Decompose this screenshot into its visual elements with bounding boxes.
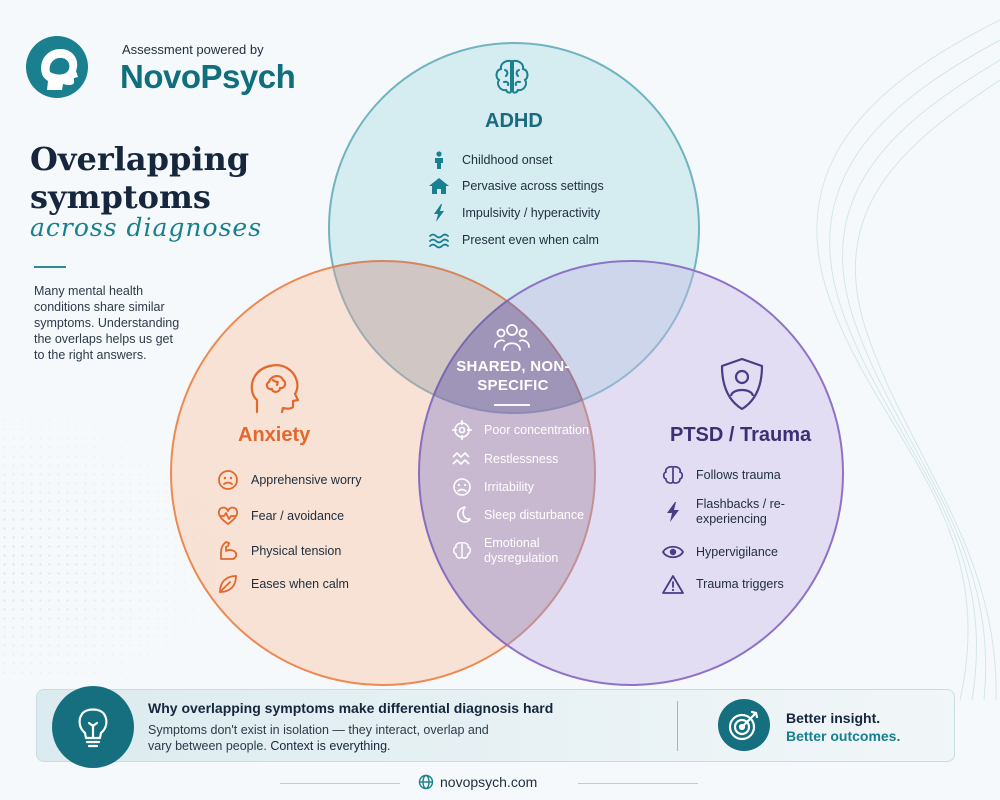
adhd-item: Impulsivity / hyperactivity (428, 204, 600, 222)
brand-name: NovoPsych (120, 58, 296, 95)
adhd-item-label: Impulsivity / hyperactivity (462, 205, 601, 220)
frown-face-icon (453, 478, 471, 496)
shared-item-label: Irritability (484, 479, 535, 494)
ptsd-circle (418, 260, 844, 686)
ptsd-item: Flashbacks / re-experiencing (662, 497, 802, 527)
shared-item: Poor concentration (452, 420, 589, 440)
adhd-item-label: Present even when calm (462, 232, 599, 247)
brain-icon (453, 542, 471, 559)
info-card-body: Symptoms don't exist in isolation — they… (148, 723, 489, 753)
lightbulb-badge (52, 686, 134, 768)
ptsd-item-label: Follows trauma (696, 467, 781, 482)
ptsd-item: Hypervigilance (662, 542, 778, 562)
warning-icon (662, 575, 684, 594)
adhd-item: Pervasive across settings (428, 177, 604, 195)
anxiety-title: Anxiety (238, 424, 311, 446)
home-icon (429, 178, 449, 194)
shared-title-divider (494, 404, 530, 406)
page-title: Overlapping symptoms (30, 140, 250, 216)
info-card-emphasis: Context is everything. (270, 739, 391, 753)
shared-item-label: Restlessness (484, 451, 559, 466)
shield-person-icon (720, 357, 764, 411)
insight-line-2: Better outcomes. (786, 728, 901, 744)
adhd-title: ADHD (485, 110, 543, 132)
anxiety-item: Apprehensive worry (217, 469, 361, 491)
ptsd-title: PTSD / Trauma (670, 424, 812, 446)
anxiety-item-label: Physical tension (251, 543, 342, 558)
website-url[interactable]: novopsych.com (440, 774, 538, 790)
insight-line-1: Better insight. (786, 710, 881, 726)
flexed-arm-icon (220, 541, 238, 560)
ptsd-item: Follows trauma (662, 465, 781, 485)
anxious-head-icon (250, 364, 300, 414)
heart-pulse-icon (217, 506, 239, 525)
background-wave-lines (816, 19, 1000, 700)
waves-icon (429, 233, 449, 249)
shared-item: Irritability (452, 477, 534, 497)
bullseye-target-icon (728, 710, 759, 741)
info-card-title: Why overlapping symptoms make differenti… (148, 700, 554, 716)
brand-tagline: Assessment powered by (122, 42, 264, 57)
anxiety-item: Physical tension (217, 540, 341, 562)
child-icon (435, 151, 443, 169)
globe-icon (418, 774, 434, 790)
website-link[interactable]: novopsych.com (418, 774, 537, 790)
shared-title: SHARED, NON-SPECIFIC (456, 358, 570, 394)
info-card-divider (677, 701, 678, 751)
head-profile-logo-icon (26, 36, 88, 98)
leaf-icon (219, 575, 237, 593)
adhd-item: Childhood onset (428, 151, 552, 169)
lightning-icon (667, 502, 679, 522)
adhd-item-label: Pervasive across settings (462, 178, 604, 193)
url-divider-left (280, 783, 400, 784)
info-card (36, 689, 955, 762)
anxiety-item-label: Apprehensive worry (251, 472, 362, 487)
adhd-item: Present even when calm (428, 231, 599, 249)
ptsd-item-label: Hypervigilance (696, 544, 778, 559)
worried-face-icon (218, 470, 238, 490)
ptsd-item-label: Flashbacks / re-experiencing (696, 497, 785, 526)
brand: Assessment powered by NovoPsych (24, 34, 296, 104)
brain-icon (662, 465, 684, 484)
page-subtitle-script: across diagnoses (30, 213, 263, 242)
ptsd-item: Trauma triggers (662, 574, 784, 594)
zigzag-icon (452, 452, 470, 465)
anxiety-item-label: Fear / avoidance (251, 508, 345, 523)
lightning-icon (434, 204, 444, 222)
moon-icon (457, 506, 471, 523)
intro-description: Many mental health conditions share simi… (34, 284, 180, 362)
shared-item: Sleep disturbance (452, 505, 584, 525)
shared-item-label: Sleep disturbance (484, 507, 585, 522)
anxiety-item-label: Eases when calm (251, 576, 349, 591)
shared-item: Restlessness (452, 449, 558, 469)
eye-icon (662, 545, 684, 559)
brain-icon (495, 59, 529, 94)
shared-item-label: Poor concentration (484, 422, 589, 437)
target-badge (718, 699, 770, 751)
shared-item: Emotional dysregulation (452, 536, 572, 566)
lightbulb-icon (78, 708, 108, 748)
anxiety-item: Fear / avoidance (217, 505, 344, 527)
title-divider (34, 266, 66, 268)
info-card-text: Symptoms don't exist in isolation — they… (148, 722, 508, 754)
adhd-item-label: Childhood onset (462, 152, 553, 167)
target-icon (452, 420, 472, 440)
people-group-icon (494, 324, 530, 351)
ptsd-item-label: Trauma triggers (696, 576, 784, 591)
anxiety-item: Eases when calm (217, 573, 349, 595)
shared-item-label: Emotional dysregulation (484, 536, 559, 565)
url-divider-right (578, 783, 698, 784)
